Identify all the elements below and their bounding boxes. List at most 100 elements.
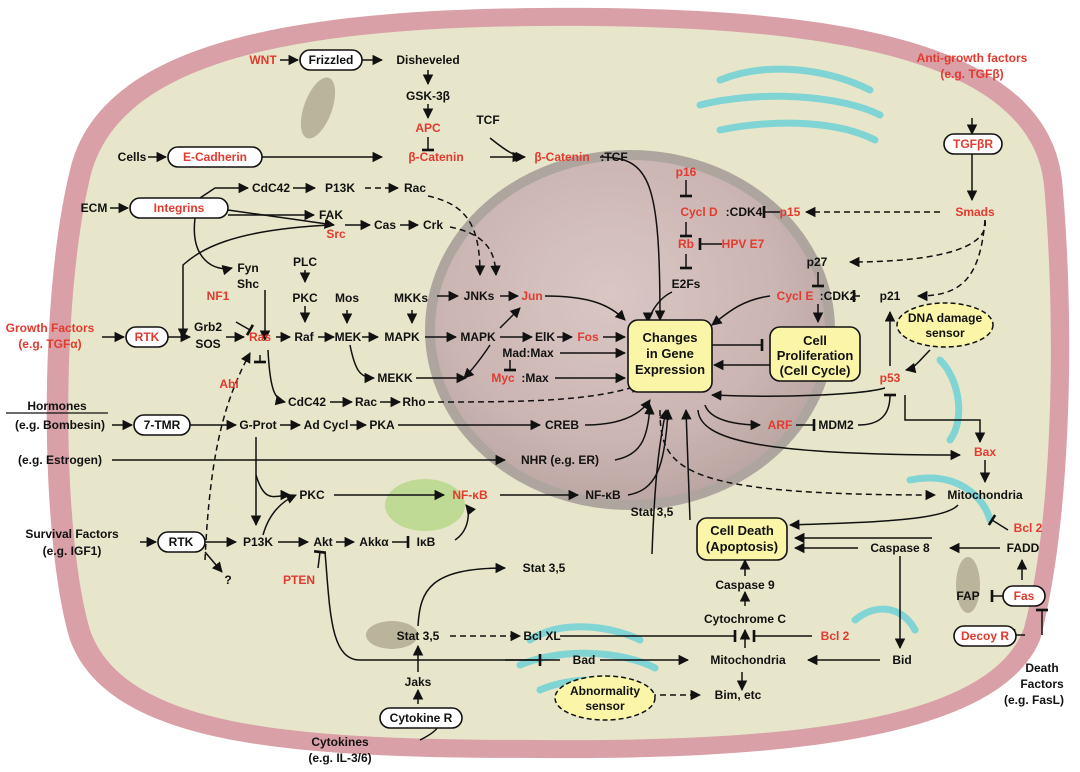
node-adcycl[interactable]: Ad Cycl <box>304 418 349 432</box>
node-mito-low[interactable]: Mitochondria <box>710 653 786 667</box>
node-cells[interactable]: Cells <box>118 150 147 164</box>
integrins-box[interactable] <box>129 197 229 219</box>
node-stat35-low[interactable]: Stat 3,5 <box>397 629 440 643</box>
node-akka[interactable]: Akkα <box>359 535 389 549</box>
node-crk[interactable]: Crk <box>423 218 443 232</box>
node-pka[interactable]: PKA <box>369 418 395 432</box>
node-jnks[interactable]: JNKs <box>464 289 495 303</box>
node-tmr[interactable]: 7-TMR <box>144 418 181 432</box>
node-mdm2[interactable]: MDM2 <box>818 418 854 432</box>
node-plc[interactable]: PLC <box>293 255 317 269</box>
node-fas[interactable]: Fas <box>1014 589 1035 603</box>
node-elk[interactable]: ElK <box>535 330 555 344</box>
node-nfkb2[interactable]: NF-κB <box>585 488 621 502</box>
node-apc[interactable]: APC <box>415 121 441 135</box>
node-growth-factors[interactable]: Growth Factors <box>6 321 95 335</box>
fas-box[interactable] <box>1002 585 1046 607</box>
node-bcl2-low[interactable]: Bcl 2 <box>821 629 850 643</box>
node-bad[interactable]: Bad <box>573 653 596 667</box>
node-abl[interactable]: Abl <box>219 377 238 391</box>
node-disheveled[interactable]: Disheveled <box>396 53 459 67</box>
node-tgfbr[interactable]: TGFβR <box>953 137 993 151</box>
node-mito-up[interactable]: Mitochondria <box>947 488 1023 502</box>
node-gprot[interactable]: G-Prot <box>239 418 276 432</box>
abnormality-sensor-oval[interactable] <box>554 675 656 721</box>
node-bax[interactable]: Bax <box>974 445 996 459</box>
node-hormones[interactable]: Hormones <box>27 399 87 413</box>
node-ecadherin[interactable]: E-Cadherin <box>183 150 247 164</box>
node-fyn[interactable]: Fyn <box>237 261 258 275</box>
ecadherin-box[interactable] <box>167 146 263 168</box>
node-arf[interactable]: ARF <box>768 418 793 432</box>
node-estrogen[interactable]: (e.g. Estrogen) <box>18 453 102 467</box>
node-death-factors-1[interactable]: Death <box>1025 661 1058 675</box>
node-rb[interactable]: Rb <box>678 237 694 251</box>
node-jaks[interactable]: Jaks <box>405 675 432 689</box>
node-cytokine-r[interactable]: Cytokine R <box>390 711 453 725</box>
node-rac-top[interactable]: Rac <box>404 181 426 195</box>
dna-sensor-oval[interactable] <box>896 302 994 348</box>
node-cas[interactable]: Cas <box>374 218 396 232</box>
node-bid[interactable]: Bid <box>892 653 911 667</box>
node-integrins[interactable]: Integrins <box>154 201 205 215</box>
node-e2fs[interactable]: E2Fs <box>672 277 701 291</box>
node-bcatenin[interactable]: β-Catenin <box>408 150 463 164</box>
node-fak[interactable]: FAK <box>319 208 343 222</box>
node-ikb[interactable]: IκB <box>417 535 436 549</box>
tmr-box[interactable] <box>133 414 191 436</box>
node-rtk-low[interactable]: RTK <box>169 535 194 549</box>
node-mek[interactable]: MEK <box>335 330 362 344</box>
changes-hub[interactable] <box>627 319 713 393</box>
node-p13k-top[interactable]: P13K <box>325 181 355 195</box>
proliferation-hub[interactable] <box>769 326 861 382</box>
node-survival[interactable]: Survival Factors <box>25 527 119 541</box>
node-mkks[interactable]: MKKs <box>394 291 428 305</box>
node-src[interactable]: Src <box>326 227 346 241</box>
rtk-top-box[interactable] <box>125 326 169 348</box>
node-sos[interactable]: SOS <box>195 337 220 351</box>
node-madmax[interactable]: Mad:Max <box>502 346 554 360</box>
node-p27[interactable]: p27 <box>807 255 828 269</box>
rtk-low-box[interactable] <box>157 531 206 553</box>
node-cycle[interactable]: Cycl E <box>777 289 814 303</box>
node-ras[interactable]: Ras <box>249 330 271 344</box>
node-bclxl[interactable]: Bcl XL <box>523 629 560 643</box>
node-bcl2-up[interactable]: Bcl 2 <box>1014 521 1043 535</box>
node-bcatenin-tcf[interactable]: β-Catenin <box>534 150 589 164</box>
node-caspase9[interactable]: Caspase 9 <box>715 578 775 592</box>
node-caspase8[interactable]: Caspase 8 <box>870 541 930 555</box>
node-tcf[interactable]: TCF <box>476 113 499 127</box>
node-nf1[interactable]: NF1 <box>207 289 230 303</box>
node-cycld[interactable]: Cycl D <box>680 205 718 219</box>
node-stat35-mid[interactable]: Stat 3,5 <box>523 561 566 575</box>
node-fap[interactable]: FAP <box>956 589 979 603</box>
node-pten[interactable]: PTEN <box>283 573 315 587</box>
node-raf[interactable]: Raf <box>294 330 314 344</box>
node-rho[interactable]: Rho <box>402 395 425 409</box>
node-pkc-low[interactable]: PKC <box>299 488 325 502</box>
node-smads[interactable]: Smads <box>955 205 995 219</box>
node-stat35-nuc[interactable]: Stat 3,5 <box>631 505 674 519</box>
node-decoy[interactable]: Decoy R <box>961 629 1009 643</box>
frizzled-box[interactable] <box>299 49 363 71</box>
node-jun[interactable]: Jun <box>521 289 542 303</box>
node-shc[interactable]: Shc <box>237 277 259 291</box>
node-gsk3b[interactable]: GSK-3β <box>406 89 450 103</box>
node-p16[interactable]: p16 <box>676 165 697 179</box>
node-bim[interactable]: Bim, etc <box>715 688 762 702</box>
node-p15[interactable]: p15 <box>780 205 801 219</box>
node-frizzled[interactable]: Frizzled <box>309 53 354 67</box>
node-akt[interactable]: Akt <box>313 535 332 549</box>
node-rtk-top[interactable]: RTK <box>135 330 160 344</box>
tgfbr-box[interactable] <box>943 133 1003 155</box>
node-hpv[interactable]: HPV E7 <box>722 237 765 251</box>
node-cdc42-low[interactable]: CdC42 <box>288 395 326 409</box>
node-ecm[interactable]: ECM <box>81 201 108 215</box>
node-mapk1[interactable]: MAPK <box>384 330 420 344</box>
node-fos[interactable]: Fos <box>577 330 599 344</box>
node-p53[interactable]: p53 <box>880 371 901 385</box>
node-rac-low[interactable]: Rac <box>355 395 377 409</box>
node-anti-growth[interactable]: Anti-growth factors <box>917 51 1028 65</box>
node-nfkb1[interactable]: NF-κB <box>452 488 488 502</box>
apoptosis-hub[interactable] <box>696 517 788 561</box>
